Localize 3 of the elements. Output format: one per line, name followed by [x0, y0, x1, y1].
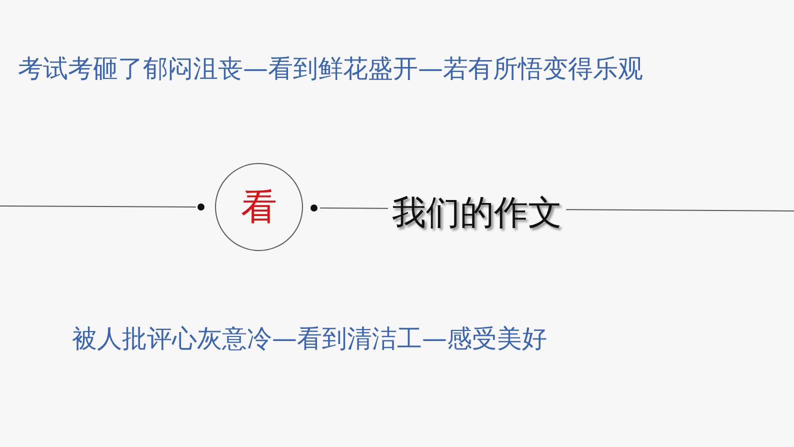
- annotation-text: 考试考砸了郁闷沮丧—看到鲜花盛开—若有所悟变得乐观: [18, 53, 643, 85]
- annotation-text: 被人批评心灰意冷—看到清洁工—感受美好: [72, 323, 547, 355]
- node-text: 看: [241, 186, 277, 230]
